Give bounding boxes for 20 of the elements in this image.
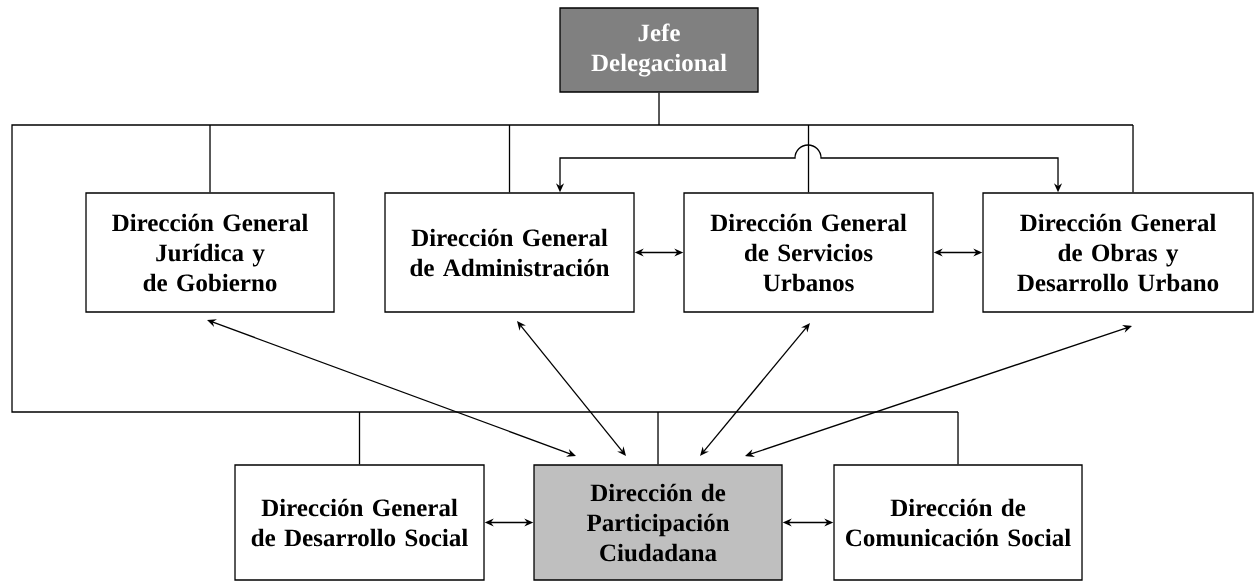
connector-line xyxy=(209,124,211,193)
head-box: Jefe Delegacional xyxy=(559,7,759,93)
arrow xyxy=(207,319,576,457)
department-box: Dirección General de Servicios Urbanos xyxy=(683,192,934,313)
arrow xyxy=(517,321,626,456)
connector-line xyxy=(358,411,361,465)
department-box: Dirección de Comunicación Social xyxy=(833,464,1083,581)
department-box: Dirección General de Desarrollo Social xyxy=(234,464,485,581)
department-box: Dirección General Jurídica y de Gobierno xyxy=(85,192,335,313)
connector-line xyxy=(1132,124,1134,193)
arrow xyxy=(700,323,810,456)
connector-line xyxy=(508,124,511,193)
connector-line xyxy=(957,411,959,465)
connector-line xyxy=(807,124,810,193)
department-box: Dirección General de Obras y Desarrollo Urbano xyxy=(982,192,1254,313)
department-box: Dirección General de Administración xyxy=(384,192,635,313)
arrow xyxy=(745,325,1132,457)
connector-line xyxy=(11,92,1134,413)
department-box: Dirección de Participación Ciudadana xyxy=(533,464,783,581)
connector-line xyxy=(657,411,659,465)
